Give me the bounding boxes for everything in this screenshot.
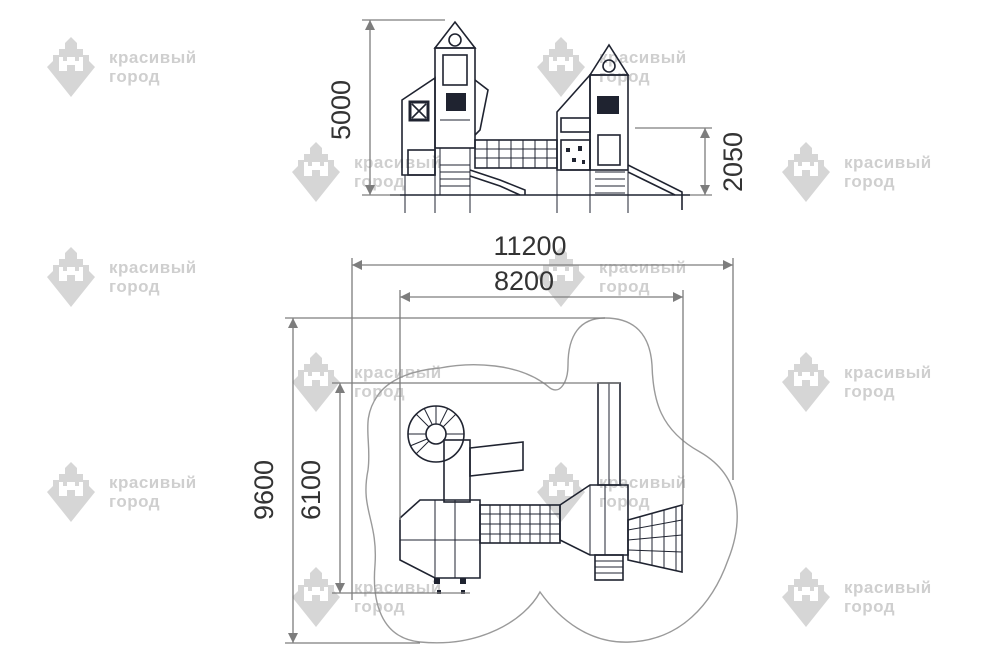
castle-shield-icon (782, 567, 830, 627)
safety-zone-outline (365, 317, 738, 644)
watermark-line2: город (599, 277, 651, 296)
watermark-line1: красивый (599, 258, 687, 277)
watermark-line1: красивый (354, 363, 442, 382)
spiral-slide (407, 405, 471, 503)
watermark-line1: красивый (844, 153, 932, 172)
castle-shield-icon (537, 462, 585, 522)
castle-shield-icon (782, 142, 830, 202)
dim-height-total: 5000 (326, 80, 356, 140)
watermark-line2: город (109, 67, 161, 86)
watermark-line2: город (844, 597, 896, 616)
plan-view: 11200 8200 9600 6100 (249, 231, 738, 644)
castle-shield-icon (292, 567, 340, 627)
castle-shield-icon (782, 352, 830, 412)
dim-depth-total: 9600 (249, 460, 279, 520)
right-tower (556, 43, 683, 213)
castle-shield-icon (537, 247, 585, 307)
elevation-view: 5000 2050 (326, 19, 748, 213)
watermark-line2: город (354, 382, 406, 401)
plan-bridge (479, 504, 561, 544)
dim-height-platform: 2050 (718, 132, 748, 192)
dim-width-total: 11200 (493, 231, 566, 261)
slide-left (469, 441, 524, 477)
watermark-line1: красивый (354, 153, 442, 172)
watermark-line2: город (844, 172, 896, 191)
watermark-line1: красивый (109, 48, 197, 67)
castle-shield-icon (47, 37, 95, 97)
watermark-line1: красивый (109, 473, 197, 492)
watermark-line2: город (109, 277, 161, 296)
watermark-line1: красивый (109, 258, 197, 277)
castle-shield-icon (292, 352, 340, 412)
left-platform (399, 499, 481, 594)
dim-depth-equipment: 6100 (296, 460, 326, 520)
castle-shield-icon (47, 462, 95, 522)
castle-shield-icon (292, 142, 340, 202)
watermark-line2: город (354, 597, 406, 616)
castle-shield-icon (537, 37, 585, 97)
watermark-line1: красивый (844, 363, 932, 382)
watermark-line2: город (109, 492, 161, 511)
watermark-line1: красивый (844, 578, 932, 597)
watermark-line2: город (844, 382, 896, 401)
climbing-net (627, 503, 683, 573)
dim-width-equipment: 8200 (494, 266, 554, 296)
bridge (474, 139, 558, 169)
watermark-line2: город (599, 492, 651, 511)
castle-shield-icon (47, 247, 95, 307)
left-tower (401, 20, 526, 213)
right-platform (559, 382, 629, 581)
